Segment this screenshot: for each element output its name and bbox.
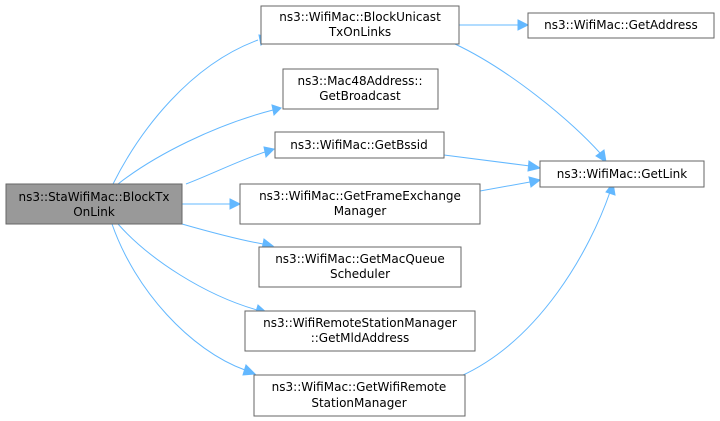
node-getlink-box <box>539 160 705 188</box>
node-blockunicast-line-2: TxOnLinks <box>328 25 391 39</box>
edge-root-to-blockunicast <box>112 34 269 185</box>
edge-getbssid-to-getlink <box>443 154 542 172</box>
node-getaddress[interactable]: ns3::WifiMac::GetAddress <box>527 12 715 39</box>
edge-blockunicast-to-getaddress <box>459 19 530 31</box>
node-blockunicast-box <box>260 5 460 45</box>
edge-getwrsm-to-getlink <box>460 181 616 377</box>
edge-root-to-getbssid <box>185 146 276 185</box>
node-getmacqueue-box <box>258 246 462 288</box>
node-root-line-2: OnLink <box>73 205 115 219</box>
edge-root-to-getfem <box>182 198 242 210</box>
node-getwrsm[interactable]: ns3::WifiMac::GetWifiRemote StationManag… <box>253 374 466 417</box>
node-getfem-line-1: ns3::WifiMac::GetFrameExchange <box>259 189 461 203</box>
node-root[interactable]: ns3::StaWifiMac::BlockTx OnLink <box>5 183 183 225</box>
node-getbssid-line-1: ns3::WifiMac::GetBssid <box>290 138 428 152</box>
node-getlink-line-1: ns3::WifiMac::GetLink <box>557 167 687 181</box>
node-root-line-1: ns3::StaWifiMac::BlockTx <box>18 190 169 204</box>
node-blockunicast-line-1: ns3::WifiMac::BlockUnicast <box>279 10 441 24</box>
edge-root-to-getbroadcast <box>117 104 282 185</box>
node-getwrsm-box <box>253 374 466 417</box>
node-getfem[interactable]: ns3::WifiMac::GetFrameExchange Manager <box>239 183 481 225</box>
node-getbroadcast[interactable]: ns3::Mac48Address:: GetBroadcast <box>282 68 439 110</box>
node-getbssid[interactable]: ns3::WifiMac::GetBssid <box>274 131 445 159</box>
node-root-box <box>5 183 183 225</box>
node-getfem-line-2: Manager <box>334 204 387 218</box>
nodes-layer: ns3::StaWifiMac::BlockTx OnLink ns3::Wif… <box>5 5 715 417</box>
node-getlink[interactable]: ns3::WifiMac::GetLink <box>539 160 705 188</box>
node-getmld-box <box>244 310 476 352</box>
node-getbroadcast-line-1: ns3::Mac48Address:: <box>297 74 422 88</box>
node-getmld-line-2: ::GetMldAddress <box>311 331 410 345</box>
node-getbroadcast-line-2: GetBroadcast <box>319 89 401 103</box>
node-getbroadcast-box <box>282 68 439 110</box>
node-getmld[interactable]: ns3::WifiRemoteStationManager ::GetMldAd… <box>244 310 476 352</box>
edge-getfem-to-getlink <box>479 176 542 192</box>
node-getwrsm-line-2: StationManager <box>311 396 406 410</box>
edge-blockunicast-to-getlink <box>454 43 607 163</box>
node-getmld-line-1: ns3::WifiRemoteStationManager <box>263 316 457 330</box>
node-getwrsm-line-1: ns3::WifiMac::GetWifiRemote <box>272 380 447 394</box>
edge-root-to-getmacqueue <box>181 223 275 250</box>
edge-root-to-getwrsm <box>111 223 257 376</box>
node-getmacqueue-line-2: Scheduler <box>330 267 390 281</box>
node-getmacqueue[interactable]: ns3::WifiMac::GetMacQueue Scheduler <box>258 246 462 288</box>
node-getbssid-box <box>274 131 445 159</box>
node-getaddress-line-1: ns3::WifiMac::GetAddress <box>544 18 698 32</box>
node-getmacqueue-line-1: ns3::WifiMac::GetMacQueue <box>275 252 445 266</box>
node-getaddress-box <box>527 12 715 39</box>
edge-root-to-getmld <box>117 223 269 316</box>
node-blockunicast[interactable]: ns3::WifiMac::BlockUnicast TxOnLinks <box>260 5 460 45</box>
edges-layer <box>111 19 616 377</box>
node-getfem-box <box>239 183 481 225</box>
